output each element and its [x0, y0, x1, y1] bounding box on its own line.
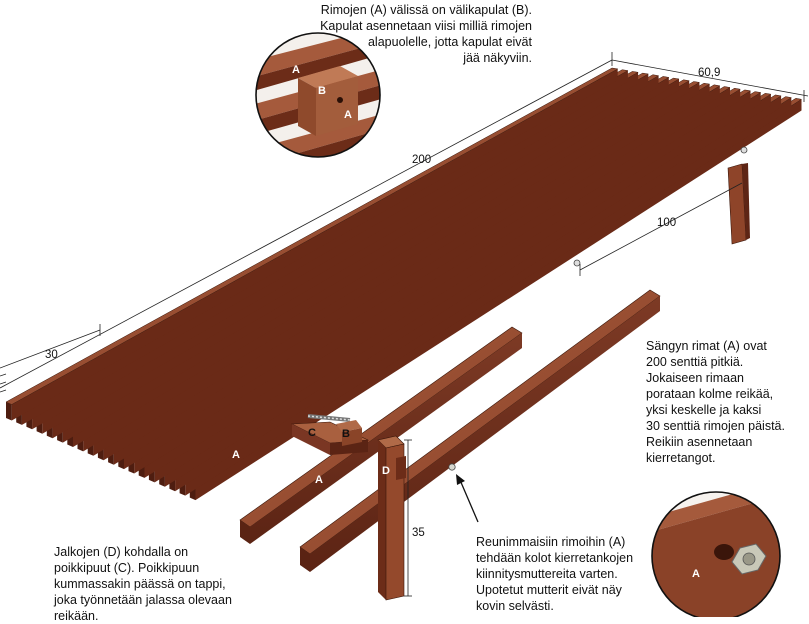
slat-side [113, 85, 720, 465]
note-top-line-1: Rimojen (A) välissä on välikapulat (B). [320, 3, 532, 17]
detail-top-label-a1: A [292, 64, 300, 76]
label-a-bed: A [232, 449, 240, 461]
note-bm-line-5: kovin selvästi. [476, 599, 554, 613]
back-leg [573, 146, 750, 267]
label-c: C [308, 427, 316, 439]
note-top-line-3: alapuolelle, jotta kapulat eivät [367, 35, 532, 49]
slat-side [103, 84, 710, 461]
note-bottom-left: Jalkojen (D) kohdalla on poikkipuut (C).… [54, 544, 232, 624]
note-bl-line-4: joka työnnetään jalassa olevaan [54, 593, 232, 607]
bed-slats [5, 67, 803, 501]
note-right-line-5: yksi keskelle ja kaksi [646, 403, 762, 417]
slat-side [124, 87, 730, 470]
block-b [336, 420, 362, 446]
note-bm-line-4: Upotetut mutterit eivät näy [476, 583, 622, 597]
note-top-line-4: jää näkyviin. [463, 51, 532, 65]
label-a-slat1: A [315, 474, 323, 486]
detail-bottom-label-a: A [692, 568, 700, 580]
detail-top-label-a2: A [344, 109, 352, 121]
note-bl-line-2: poikkipuut (C). Poikkipuun [54, 561, 200, 575]
dim-end: 30 [45, 349, 58, 361]
slat-side [154, 92, 761, 483]
slat-side [144, 90, 751, 478]
dim-leg: 35 [412, 527, 425, 539]
note-bm-line-3: kiinnitysmuttereita varten. [476, 567, 618, 581]
dim-length: 200 [412, 154, 431, 166]
note-right-line-1: Sängyn rimat (A) ovat [646, 339, 767, 353]
label-b: B [342, 428, 350, 440]
dim-middle: 100 [657, 217, 676, 229]
slat-side [134, 89, 741, 474]
slat-end [6, 402, 12, 421]
note-right-line-3: Jokaiseen rimaan [646, 371, 744, 385]
note-bottom-mid: Reunimmaisiin rimoihin (A) tehdään kolot… [476, 534, 633, 614]
detail-top-label-b: B [318, 85, 326, 97]
note-bl-line-5: reikään. [54, 609, 99, 623]
detail-circle-bottom: A [651, 491, 781, 617]
note-bl-line-1: Jalkojen (D) kohdalla on [54, 545, 189, 559]
note-bm-line-2: tehdään kolot kierretankojen [476, 551, 634, 565]
note-right-line-7: Reikiin asennetaan [646, 435, 753, 449]
note-top-line-2: Kapulat asennetaan viisi milliä rimojen [320, 19, 532, 33]
slat-side [185, 97, 792, 496]
note-top: Rimojen (A) välissä on välikapulat (B). … [300, 2, 532, 66]
detail-circle-top: A B A [255, 32, 381, 158]
slat-side [11, 68, 618, 421]
dimension-lines [0, 52, 809, 597]
note-right-line-8: kierretangot. [646, 451, 716, 465]
note-bm-line-1: Reunimmaisiin rimoihin (A) [476, 535, 626, 549]
note-right-line-4: porataan kolme reikää, [646, 387, 774, 401]
note-bl-line-3: kummassakin päässä on tappi, [54, 577, 226, 591]
dim-width: 60,9 [698, 67, 720, 79]
note-right-line-6: 30 senttiä rimojen päistä. [646, 419, 785, 433]
label-d: D [382, 465, 390, 477]
slat-side [175, 95, 782, 492]
nut-pointer-arrow [456, 474, 479, 523]
slat-top [5, 67, 619, 405]
note-right: Sängyn rimat (A) ovat 200 senttiä pitkiä… [646, 338, 785, 466]
slat-side [195, 99, 802, 501]
label-a-slat2: A [434, 430, 442, 442]
leg-d [377, 435, 406, 601]
slat-side [164, 94, 771, 487]
note-right-line-2: 200 senttiä pitkiä. [646, 355, 744, 369]
slat-side [93, 82, 700, 456]
